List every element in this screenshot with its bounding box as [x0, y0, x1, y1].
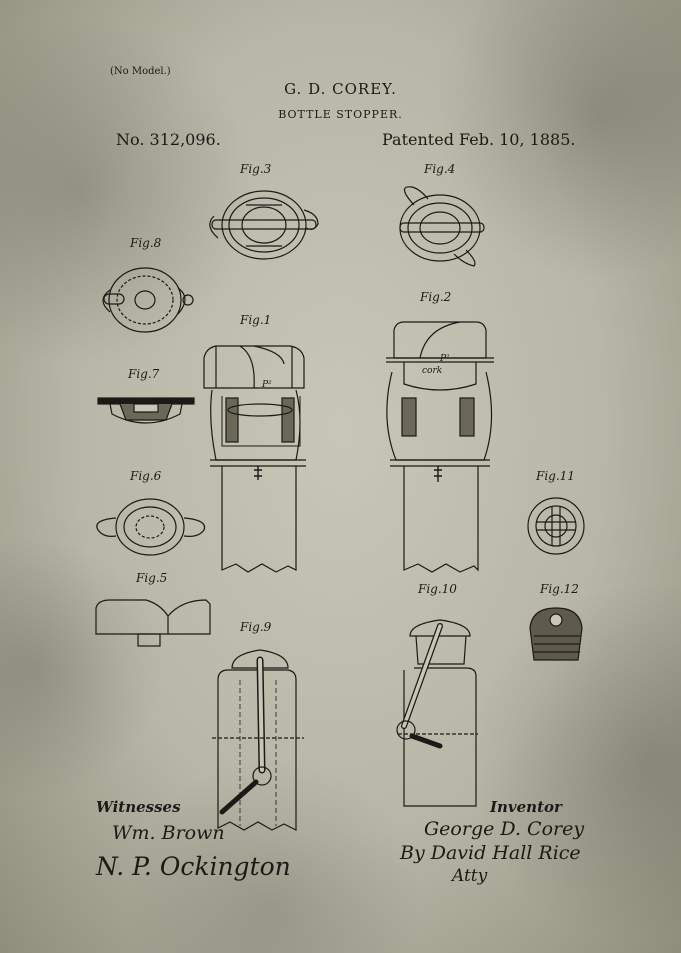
inventor-label: Inventor — [490, 798, 562, 816]
patent-number: No. 312,096. — [116, 130, 221, 149]
fig-6-drawing — [96, 498, 206, 556]
fig-9-drawing — [212, 649, 304, 831]
fig-11-label: Fig.11 — [536, 469, 575, 483]
fig-4-drawing — [399, 186, 485, 267]
inventor-signature: George D. Corey — [424, 818, 585, 840]
fig-2-drawing — [386, 321, 494, 573]
attorney-title: Atty — [452, 866, 488, 886]
fig-10-label: Fig.10 — [418, 582, 457, 596]
fig-2-label: Fig.2 — [420, 290, 452, 304]
p2-annotation-fig2: P² — [440, 354, 450, 364]
fig-3-drawing — [209, 190, 319, 260]
inventor-name: G. D. COREY. — [284, 80, 397, 98]
fig-12-label: Fig.12 — [540, 582, 579, 596]
witness-1-signature: Wm. Brown — [112, 822, 225, 844]
witness-2-signature: N. P. Ockington — [96, 852, 291, 881]
fig-9-label: Fig.9 — [240, 620, 272, 634]
fig-5-label: Fig.5 — [136, 571, 168, 585]
fig-3-label: Fig.3 — [240, 162, 272, 176]
fig-8-drawing — [102, 267, 194, 333]
no-model-note: (No Model.) — [110, 66, 171, 77]
fig-11-drawing — [527, 497, 585, 555]
fig-7-label: Fig.7 — [128, 367, 160, 381]
fig-7-drawing — [97, 397, 195, 424]
fig-4-label: Fig.4 — [424, 162, 456, 176]
fig-5-drawing — [95, 599, 211, 647]
fig-8-label: Fig.8 — [130, 236, 162, 250]
patented-date: Patented Feb. 10, 1885. — [382, 130, 576, 149]
fig-12-drawing — [529, 607, 583, 661]
fig-6-label: Fig.6 — [130, 469, 162, 483]
cork-annotation: cork — [422, 366, 443, 376]
p2-annotation-fig1: P² — [262, 380, 272, 390]
attorney-signature: By David Hall Rice — [400, 842, 581, 864]
fig-1-label: Fig.1 — [240, 313, 272, 327]
fig-10-drawing — [396, 619, 478, 807]
witnesses-label: Witnesses — [96, 798, 181, 816]
patent-title: BOTTLE STOPPER. — [278, 108, 403, 121]
fig-1-drawing — [203, 345, 306, 573]
